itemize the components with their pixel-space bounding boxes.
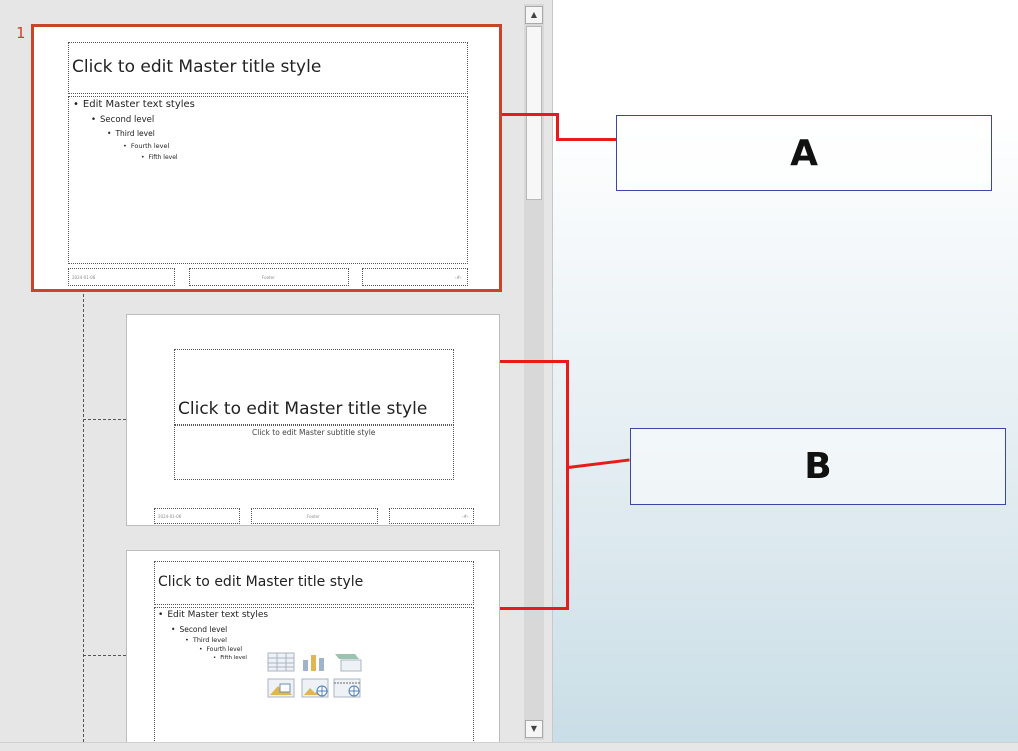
slide-thumbnail-pane[interactable]: 1 Click to edit Master title style Edit … <box>0 0 553 747</box>
picture-icon[interactable] <box>267 678 295 698</box>
title-slide-layout-thumbnail[interactable]: Click to edit Master title style Click t… <box>126 314 500 526</box>
layout2-level-1: Edit Master text styles <box>158 610 268 620</box>
layout-connector-1 <box>83 419 126 420</box>
master-footer-placeholder: Footer <box>189 268 349 286</box>
video-icon[interactable] <box>333 678 363 698</box>
layout1-subtitle-placeholder <box>174 425 454 480</box>
slide-number: 1 <box>16 24 26 42</box>
layout2-body-placeholder: Edit Master text styles Second level Thi… <box>154 607 474 747</box>
pointer-a-segment-3 <box>556 138 616 141</box>
pointer-a-segment-2 <box>556 113 559 140</box>
chart-icon[interactable] <box>301 652 327 672</box>
layout-connector-vertical <box>83 294 84 742</box>
layout1-date-text: 2024-01-06 <box>158 514 182 519</box>
layout2-title-placeholder: Click to edit Master title style <box>154 561 474 605</box>
master-date-text: 2024-01-06 <box>72 275 96 280</box>
online-picture-icon[interactable] <box>301 678 329 698</box>
layout2-level-2: Second level <box>171 625 227 634</box>
master-title-text: Click to edit Master title style <box>72 57 322 77</box>
layout2-level-3: Third level <box>185 636 227 644</box>
master-level-4: Fourth level <box>123 142 169 150</box>
layout1-subtitle-text: Click to edit Master subtitle style <box>252 428 376 437</box>
master-level-2: Second level <box>91 115 154 125</box>
pointer-b-segment-top <box>500 360 569 363</box>
master-level-3: Third level <box>107 129 154 138</box>
layout1-title-text: Click to edit Master title style <box>178 399 428 419</box>
layout1-footer-text: Footer <box>307 514 320 519</box>
layout2-level-4: Fourth level <box>199 646 243 653</box>
smartart-icon[interactable] <box>333 652 363 672</box>
layout-connector-2 <box>83 655 126 656</box>
master-page-text: ‹#› <box>455 275 462 280</box>
master-page-placeholder: ‹#› <box>362 268 468 286</box>
layout1-title-placeholder <box>174 349 454 425</box>
scroll-up-button[interactable]: ▲ <box>525 6 543 24</box>
master-title-placeholder: Click to edit Master title style <box>68 42 468 94</box>
pointer-b-segment-link <box>567 458 630 469</box>
title-content-layout-thumbnail[interactable]: Click to edit Master title style Edit Ma… <box>126 550 500 747</box>
master-level-5: Fifth level <box>141 154 178 161</box>
callout-a: A <box>616 115 992 191</box>
slide-master-thumbnail[interactable]: Click to edit Master title style Edit Ma… <box>31 24 502 292</box>
layout1-footer-placeholder: Footer <box>251 508 378 524</box>
scroll-down-button[interactable]: ▼ <box>525 720 543 738</box>
layout2-level-5: Fifth level <box>213 655 247 661</box>
master-level-1: Edit Master text styles <box>73 99 195 110</box>
callout-b: B <box>630 428 1006 505</box>
layout1-page-text: ‹#› <box>462 514 469 519</box>
master-body-placeholder: Edit Master text styles Second level Thi… <box>68 96 468 264</box>
pointer-b-segment-vertical <box>566 360 569 610</box>
layout1-date-placeholder: 2024-01-06 <box>154 508 240 524</box>
layout1-page-placeholder: ‹#› <box>389 508 474 524</box>
pointer-a-segment-1 <box>502 113 558 116</box>
master-footer-text: Footer <box>262 275 275 280</box>
pointer-b-segment-bottom <box>500 607 569 610</box>
layout2-title-text: Click to edit Master title style <box>158 574 364 590</box>
master-date-placeholder: 2024-01-06 <box>68 268 175 286</box>
table-icon[interactable] <box>267 652 295 672</box>
bottom-status-strip <box>0 742 1018 751</box>
